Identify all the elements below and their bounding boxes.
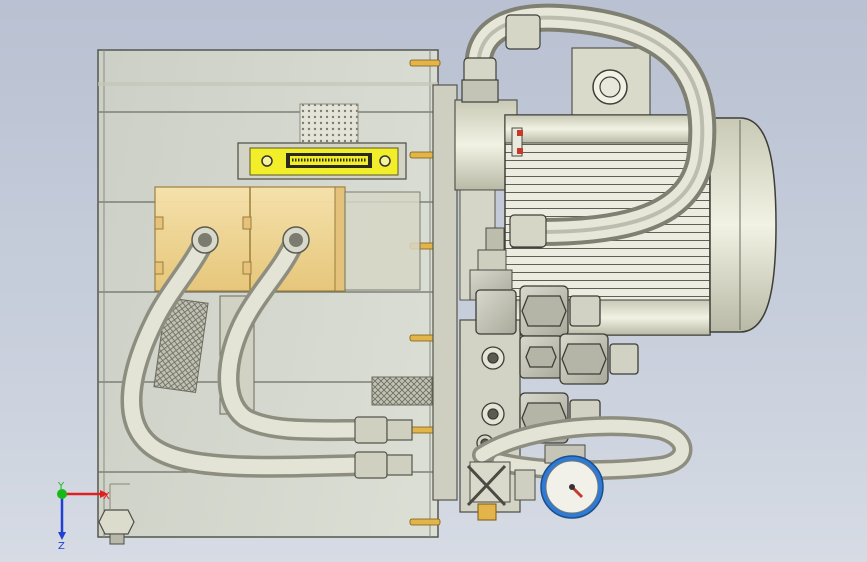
pump-elbows: [191, 226, 310, 254]
orientation-triad: X Y Z: [57, 481, 110, 552]
motor-lifting-eye: [571, 47, 651, 124]
pressure-gauge: [540, 444, 604, 519]
internal-hoses: [120, 229, 371, 478]
hose-coupling-top: [461, 14, 547, 248]
hose-fittings: [354, 416, 413, 479]
z-axis-arrow: [58, 532, 66, 540]
y-axis-label: Y: [57, 481, 65, 492]
gear-pump-assembly: [154, 186, 421, 292]
x-axis-arrow: [100, 490, 108, 498]
x-axis-label: X: [103, 491, 110, 502]
nameplate: [237, 142, 407, 180]
drain-plug: [98, 483, 135, 545]
breather-plate: [299, 103, 359, 147]
z-axis-label: Z: [58, 541, 65, 552]
drain-valve: [466, 461, 536, 521]
y-axis-marker: [57, 489, 67, 499]
